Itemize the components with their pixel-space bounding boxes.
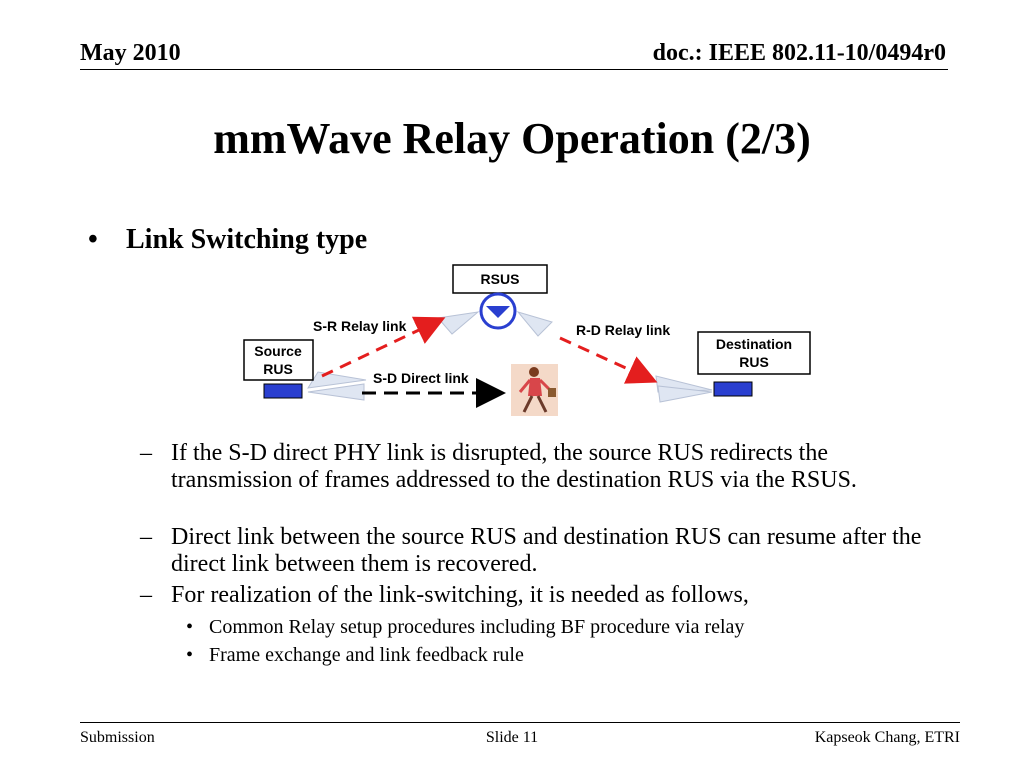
- bullet-text: Link Switching type: [126, 224, 368, 255]
- sub-bullet-marker: –: [140, 440, 152, 466]
- source-rus-device: [263, 383, 303, 399]
- destination-rus-label-line2: RUS: [739, 354, 769, 370]
- header-doc-id: doc.: IEEE 802.11-10/0494r0: [652, 40, 946, 66]
- source-rus-label-line1: Source: [254, 343, 302, 359]
- sub-bullet-3: – For realization of the link-switching,…: [140, 582, 940, 609]
- footer-submission: Submission: [80, 729, 155, 746]
- destination-rus-device: [713, 381, 753, 397]
- sub-bullet-marker: –: [140, 582, 152, 608]
- sr-relay-link-label: S-R Relay link: [313, 318, 407, 334]
- sub-bullet-marker: –: [140, 524, 152, 550]
- rsus-beam-left: [437, 311, 480, 335]
- rsus-node-triangle: [486, 306, 510, 318]
- rd-relay-link-arrow: [559, 336, 658, 384]
- rd-relay-link-label: R-D Relay link: [576, 322, 670, 338]
- destination-rus-box: [697, 331, 811, 375]
- sub-sub-bullet-text: Frame exchange and link feedback rule: [209, 644, 524, 666]
- sub-bullet-1: – If the S-D direct PHY link is disrupte…: [140, 440, 940, 494]
- sd-direct-link-label: S-D Direct link: [373, 370, 469, 386]
- destination-beam-left: [657, 385, 713, 403]
- bullet-marker: •: [88, 224, 98, 255]
- header-rule: [80, 69, 948, 70]
- sub-bullet-text: Direct link between the source RUS and d…: [171, 524, 922, 577]
- rsus-beam-right: [516, 311, 553, 337]
- source-rus-label-line2: RUS: [263, 361, 293, 377]
- sub-bullet-text: If the S-D direct PHY link is disrupted,…: [171, 440, 857, 493]
- sub-sub-bullet-marker: •: [186, 616, 194, 638]
- slide-title: mmWave Relay Operation (2/3): [213, 114, 811, 163]
- sub-bullet-text: For realization of the link-switching, i…: [171, 582, 749, 608]
- sub-sub-bullet-2: • Frame exchange and link feedback rule: [186, 643, 906, 667]
- footer-author: Kapseok Chang, ETRI: [814, 729, 960, 746]
- sr-relay-link-arrow: [321, 316, 446, 378]
- sub-sub-bullet-text: Common Relay setup procedures including …: [209, 616, 745, 638]
- sub-sub-bullet-1: • Common Relay setup procedures includin…: [186, 615, 906, 639]
- rsus-label: RSUS: [481, 271, 520, 287]
- header-date: May 2010: [80, 40, 181, 66]
- source-rus-box: [243, 339, 314, 381]
- footer-rule: [80, 722, 960, 723]
- sub-sub-bullet-marker: •: [186, 644, 194, 666]
- sub-bullet-2: – Direct link between the source RUS and…: [140, 524, 940, 578]
- walking-person-icon: [511, 364, 558, 416]
- footer-slide-number: Slide 11: [485, 729, 539, 746]
- destination-rus-label-line1: Destination: [716, 336, 792, 352]
